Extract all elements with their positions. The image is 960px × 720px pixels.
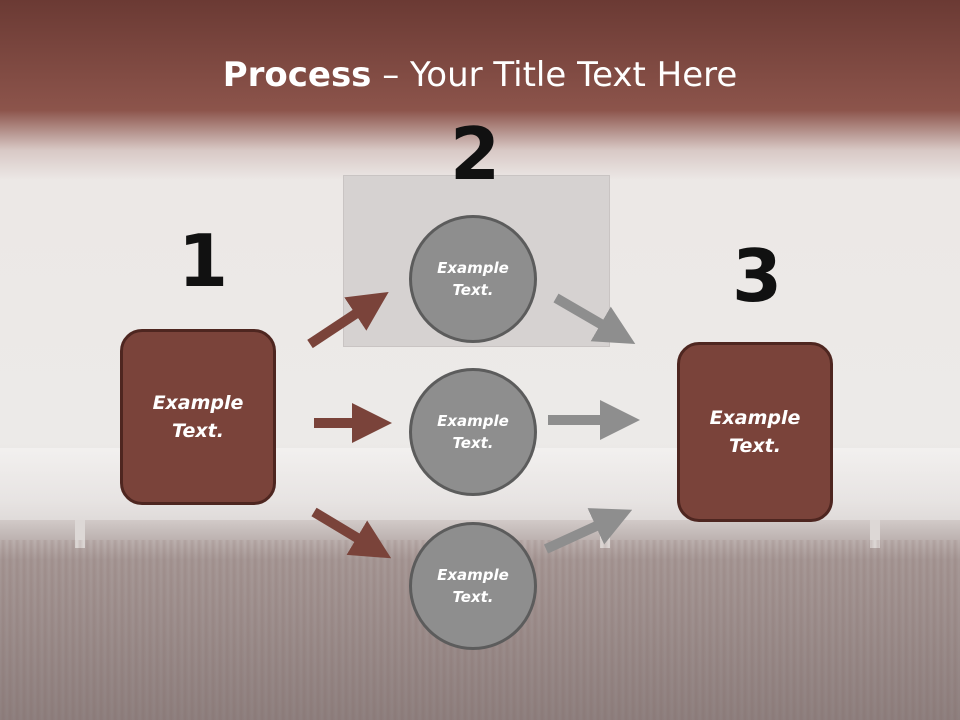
arrow-1-to-top — [307, 291, 389, 349]
circle-top: Example Text. — [409, 215, 537, 343]
step-number-2: 2 — [450, 112, 501, 196]
arrow-1-to-bottom — [311, 507, 392, 559]
step-number-1: 1 — [178, 219, 229, 303]
step-1-text: Example Text. — [152, 391, 244, 443]
circle-bottom: Example Text. — [409, 522, 537, 650]
circle-middle-text: Example Text. — [437, 411, 509, 453]
background-shelf-leg — [75, 520, 85, 548]
slide-title: Process – Your Title Text Here — [0, 55, 960, 95]
step-number-3: 3 — [732, 234, 783, 318]
step-3-box: Example Text. — [677, 342, 833, 522]
title-strong: Process — [222, 55, 372, 95]
arrow-top-to-3 — [553, 293, 636, 345]
arrow-bottom-to-3 — [543, 508, 633, 554]
circle-bottom-text: Example Text. — [437, 565, 509, 607]
background-shelf-leg — [870, 520, 880, 548]
circle-top-text: Example Text. — [437, 258, 509, 300]
step-3-text: Example Text. — [709, 406, 801, 458]
step-1-box: Example Text. — [120, 329, 276, 505]
title-rest: – Your Title Text Here — [371, 55, 738, 95]
circle-middle: Example Text. — [409, 368, 537, 496]
